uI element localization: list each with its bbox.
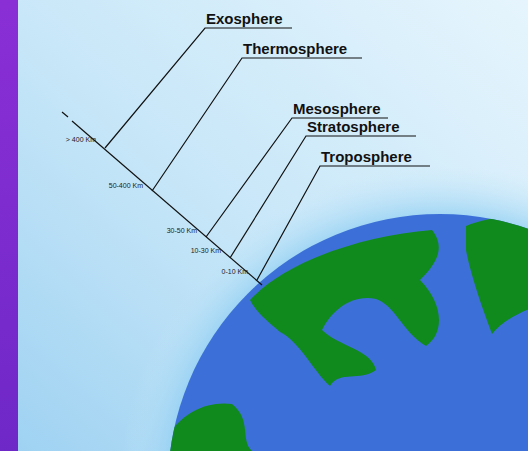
altitude-range: > 400 Km bbox=[66, 136, 96, 143]
altitude-range: 0-10 Km bbox=[222, 268, 248, 275]
altitude-range: 30-50 Km bbox=[167, 227, 197, 234]
axis-dash bbox=[62, 112, 68, 117]
stratosphere-leader bbox=[230, 136, 416, 258]
layer-name: Mesosphere bbox=[293, 101, 381, 116]
leader-lines bbox=[62, 28, 430, 285]
continents bbox=[160, 216, 528, 451]
troposphere-leader bbox=[257, 166, 430, 280]
altitude-axis bbox=[72, 121, 262, 285]
layer-name: Troposphere bbox=[321, 149, 412, 164]
layer-name: Exosphere bbox=[206, 11, 283, 26]
altitude-range: 50-400 Km bbox=[109, 182, 143, 189]
layer-name: Thermosphere bbox=[243, 41, 347, 56]
altitude-range: 10-30 Km bbox=[191, 247, 221, 254]
layer-name: Stratosphere bbox=[307, 119, 400, 134]
